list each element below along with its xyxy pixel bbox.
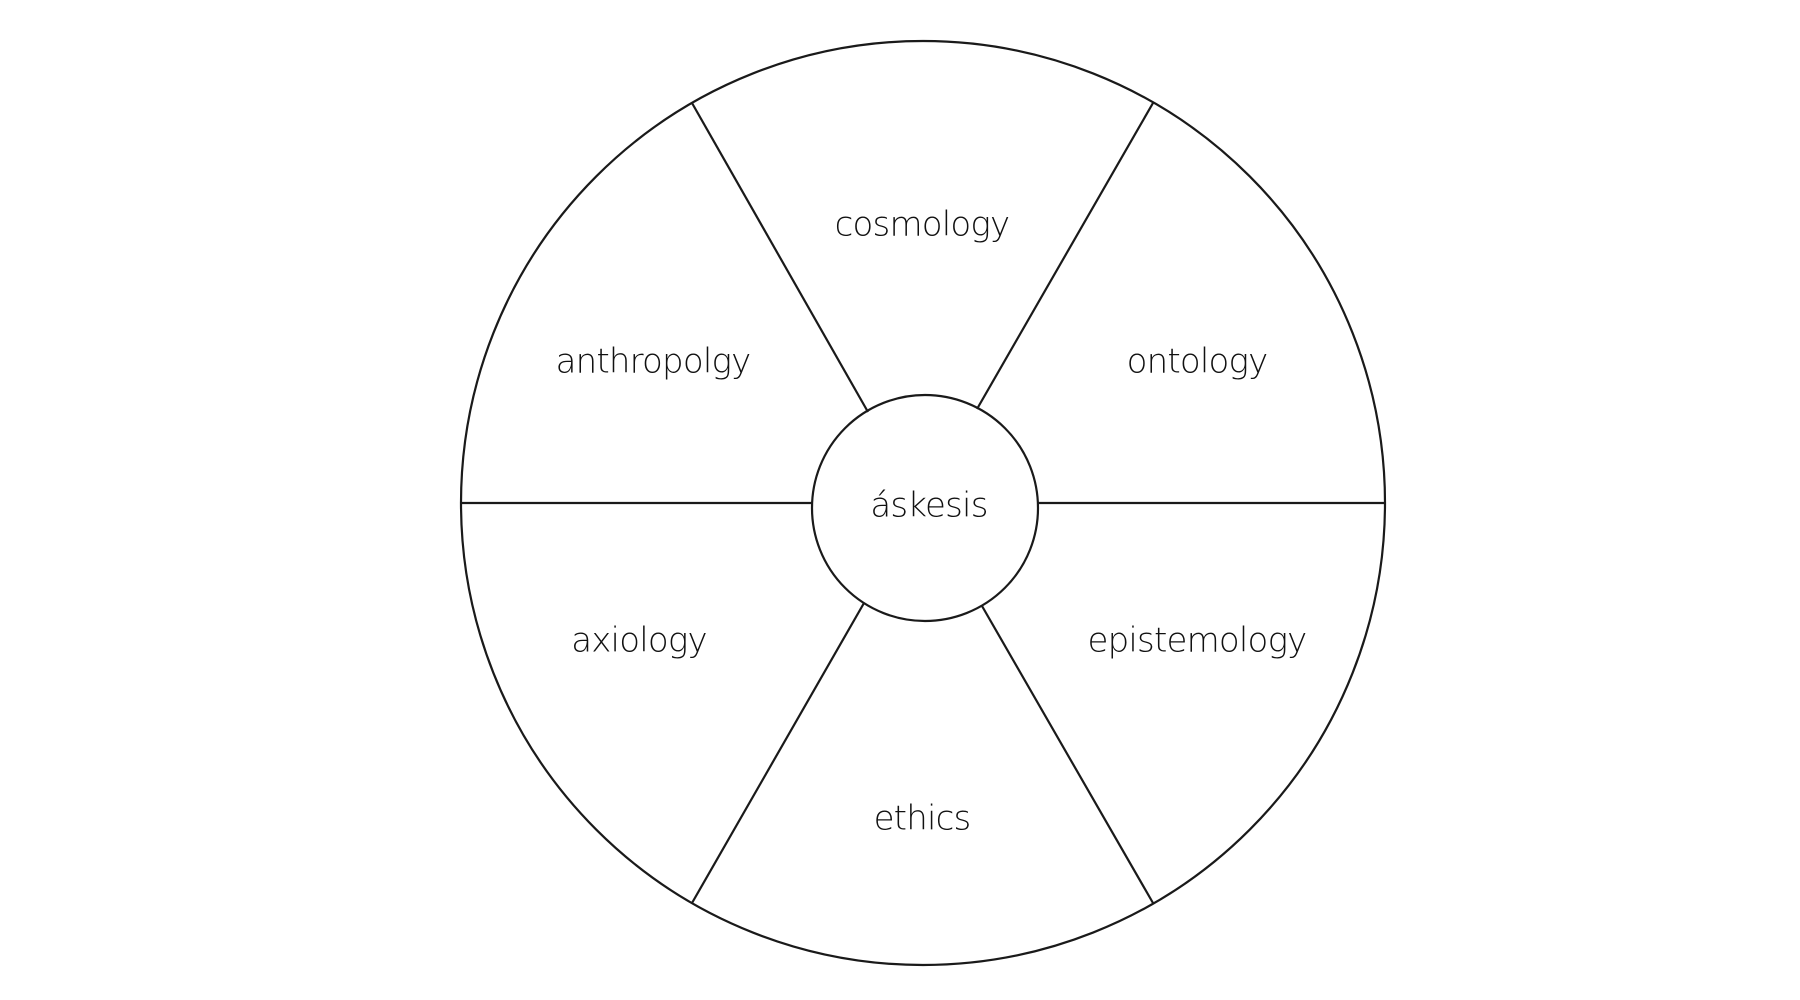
spoke-top-left — [691, 102, 869, 413]
spoke-bottom-right — [981, 605, 1154, 904]
segment-label-ethics: ethics — [874, 799, 971, 839]
segment-label-cosmology: cosmology — [835, 205, 1010, 245]
segment-label-epistemology: epistemology — [1087, 621, 1306, 661]
spoke-top-right — [976, 102, 1154, 410]
segment-label-anthropology: anthropolgy — [556, 342, 751, 382]
segment-label-axiology: axiology — [571, 621, 707, 661]
center-label: áskesis — [870, 486, 987, 526]
center-circle — [810, 393, 1040, 623]
spoke-bottom-left — [691, 602, 865, 904]
segment-label-ontology: ontology — [1127, 342, 1268, 382]
